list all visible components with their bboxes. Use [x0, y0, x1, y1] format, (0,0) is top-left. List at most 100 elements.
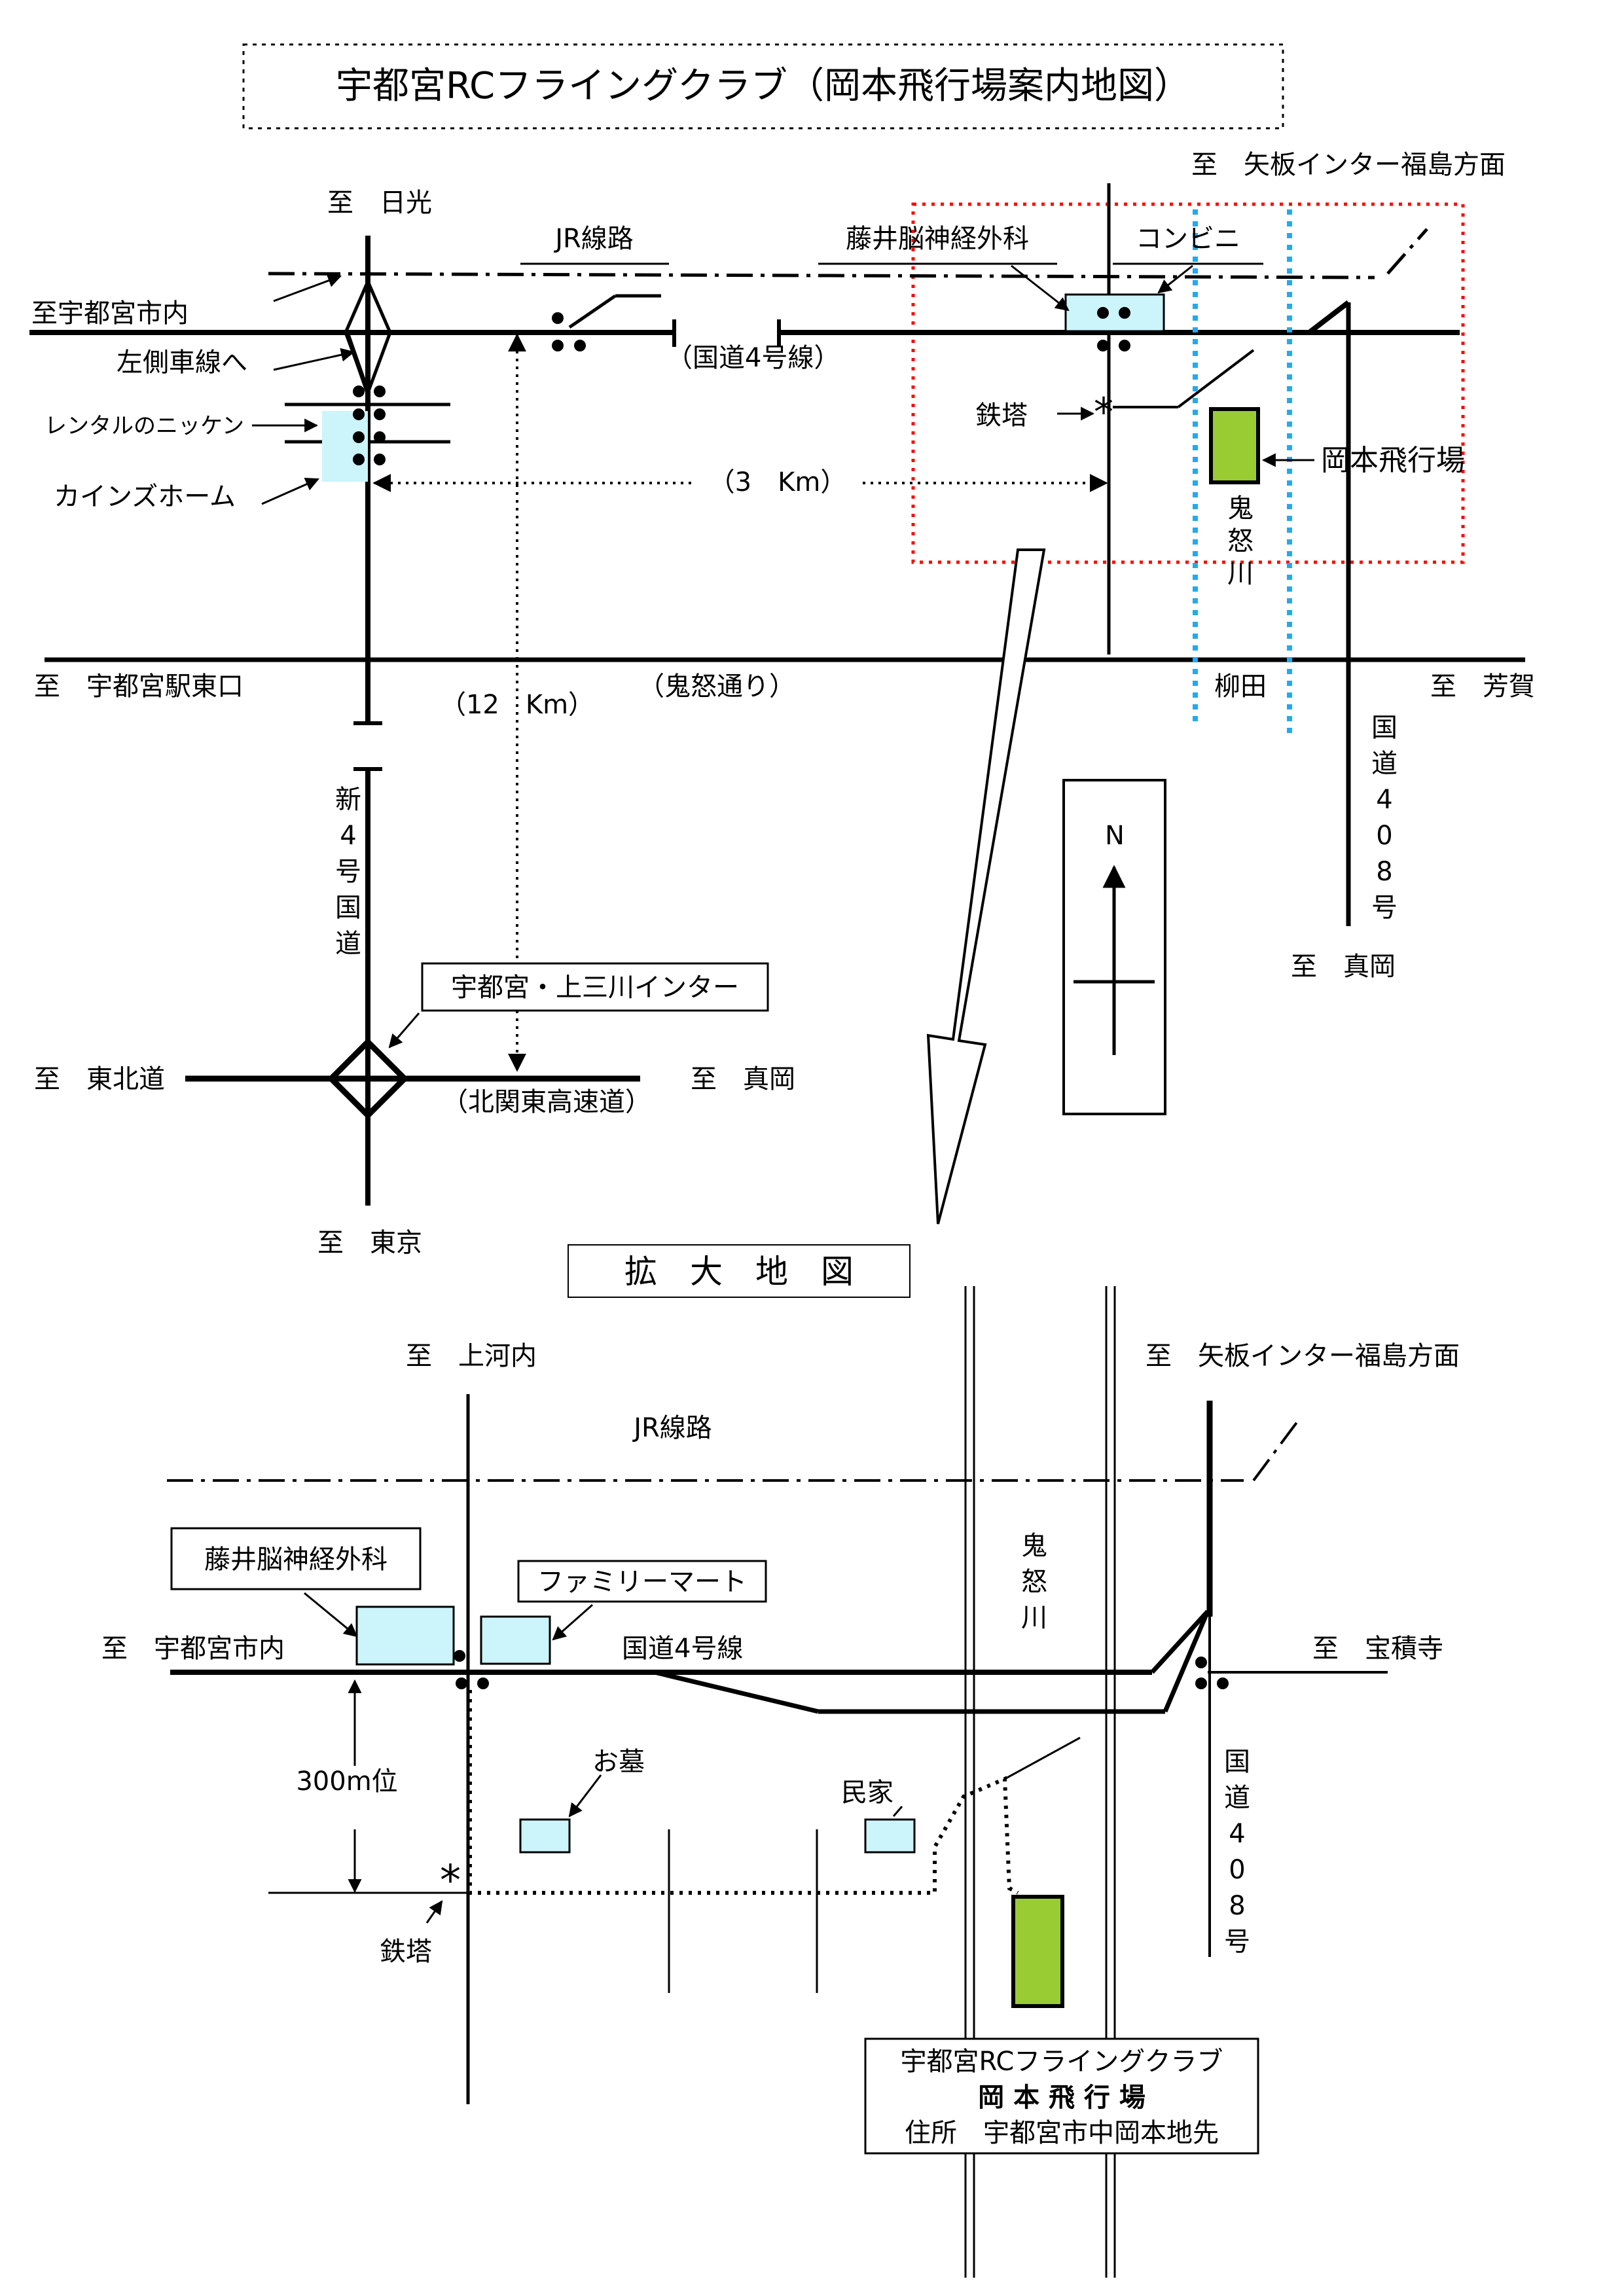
- interchange-diamond: [327, 1037, 409, 1120]
- jr-line-end: [1386, 228, 1428, 275]
- label-12km: （12 Km）: [440, 690, 594, 720]
- family-mart-label-box: [517, 1560, 767, 1603]
- label-route408-char: 道: [1224, 1783, 1250, 1813]
- label-to-yaita-detail: 至 矢板インター福島方面: [1146, 1341, 1460, 1371]
- label-kita-kanto: （北関東高速道）: [442, 1087, 651, 1117]
- label-jr-line: JR線路: [553, 224, 634, 254]
- fujii-clinic-building: [355, 1605, 455, 1666]
- private-house-building: [864, 1818, 916, 1854]
- okamoto-airfield-marker: [1209, 407, 1260, 484]
- label-route408-char: 8: [1376, 857, 1392, 887]
- signal-fujii: [1097, 307, 1130, 351]
- label-left-lane: 左側車線へ: [117, 348, 247, 378]
- signal-rental-2: [353, 431, 386, 443]
- zoom-area-frame: [911, 202, 1465, 564]
- label-to-kamikawachi: 至 上河内: [406, 1341, 537, 1371]
- label-route408-char: 国: [1371, 713, 1398, 743]
- label-route4: （国道4号線）: [666, 343, 840, 373]
- label-rental-nikken: レンタルのニッケン: [45, 413, 244, 439]
- signal-family-mart: [454, 1650, 489, 1689]
- label-grave: お墓: [592, 1747, 645, 1777]
- signal-rental: [353, 408, 386, 420]
- label-steel-tower: 鉄塔: [975, 401, 1028, 431]
- label-family-mart: ファミリーマート: [537, 1567, 747, 1597]
- label-river-char: 川: [1021, 1603, 1047, 1633]
- title-frame: [242, 43, 1284, 130]
- label-to-nikko: 至 日光: [327, 188, 432, 218]
- interchange-label-box: [421, 962, 769, 1012]
- route4-ramp: [1307, 300, 1350, 335]
- label-interchange: 宇都宮・上三川インター: [451, 973, 739, 1003]
- label-route408-char: 0: [1376, 821, 1392, 851]
- detail-heading: 拡 大 地 図: [624, 1253, 854, 1291]
- fujii-clinic-label-box: [170, 1527, 422, 1590]
- label-new-route4-char: 号: [335, 857, 361, 887]
- signal-cainz: [353, 454, 386, 465]
- label-fujii-clinic-detail: 藤井脳神経外科: [204, 1545, 388, 1575]
- label-new-route4-char: 新: [335, 785, 361, 815]
- north-indicator: N: [1105, 821, 1125, 851]
- map-title: 宇都宮RCフライングクラブ（岡本飛行場案内地図）: [336, 65, 1191, 107]
- label-3km: （3 Km）: [709, 467, 847, 497]
- label-route4-detail: 国道4号線: [622, 1634, 743, 1664]
- label-route408-char: 8: [1229, 1891, 1245, 1921]
- label-route408-char: 号: [1371, 893, 1398, 923]
- label-to-tokyo: 至 東京: [317, 1228, 422, 1258]
- label-new-route4-char: 道: [335, 929, 361, 959]
- label-new-route4-char: 国: [335, 893, 361, 923]
- label-to-tohokudo: 至 東北道: [34, 1064, 165, 1094]
- label-river-char: 鬼: [1021, 1531, 1047, 1561]
- north-compass: N: [1062, 779, 1166, 1115]
- label-route408-char: 4: [1376, 785, 1392, 815]
- label-to-moka: 至 真岡: [691, 1064, 795, 1094]
- label-new-route4-char: 4: [340, 821, 356, 851]
- steel-tower-detail-icon: *: [440, 1857, 461, 1905]
- label-route408-char: 号: [1224, 1927, 1250, 1957]
- label-to-utsunomiya-east: 至 宇都宮駅東口: [34, 672, 244, 702]
- okamoto-airfield-detail-marker: [1011, 1895, 1064, 2008]
- label-kinu-dori: （鬼怒通り）: [638, 672, 795, 702]
- label-to-yaita: 至 矢板インター福島方面: [1191, 150, 1506, 180]
- label-river-char: 怒: [1021, 1567, 1047, 1597]
- label-route408-char: 4: [1229, 1819, 1245, 1849]
- label-river-char: 鬼: [1227, 493, 1254, 524]
- label-route408-char: 国: [1224, 1747, 1250, 1777]
- label-to-utsunomiya-city: 至宇都宮市内: [31, 298, 189, 329]
- label-steel-tower-detail: 鉄塔: [380, 1937, 432, 1967]
- signal-route408: [1195, 1657, 1229, 1689]
- info-club-name: 宇都宮RCフライングクラブ: [901, 2047, 1223, 2077]
- steel-tower-icon: *: [1094, 389, 1113, 435]
- cainz-rental-building: [322, 411, 368, 482]
- label-okamoto-airfield: 岡本飛行場: [1321, 444, 1465, 477]
- info-address: 住所 宇都宮市中岡本地先: [905, 2118, 1219, 2148]
- label-jr-line-detail: JR線路: [632, 1413, 712, 1443]
- grave-building: [519, 1818, 571, 1854]
- label-to-moka-408: 至 真岡: [1291, 952, 1396, 982]
- label-to-haga: 至 芳賀: [1430, 672, 1535, 702]
- label-route408-char: 0: [1229, 1855, 1245, 1885]
- label-to-utsunomiya-city-detail: 至 宇都宮市内: [101, 1634, 285, 1664]
- signal-route4-newroute4: [353, 386, 386, 397]
- overview-map: * 至 日光 至 矢板インター福島方面 至宇都宮市内 JR線路 藤井脳神経外科 …: [29, 150, 1535, 1258]
- label-300m: 300m位: [296, 1767, 397, 1797]
- fujii-convenience-building: [1064, 293, 1165, 332]
- label-cainz-home: カインズホーム: [54, 482, 236, 512]
- label-private-house: 民家: [841, 1778, 893, 1808]
- label-convenience-store: コンビニ: [1136, 224, 1240, 254]
- label-route408-char: 道: [1371, 749, 1398, 779]
- detail-heading-box: [568, 1244, 911, 1298]
- jr-line: [268, 272, 1375, 279]
- label-river-char: 川: [1227, 559, 1254, 589]
- detail-map: * 至 上河内 至 矢板インター福島方面 JR線路 鬼 怒 川 藤井脳神経外科 …: [101, 1286, 1460, 2278]
- label-river-char: 怒: [1227, 526, 1254, 556]
- info-field-name: 岡 本 飛 行 場: [978, 2083, 1146, 2113]
- zoom-arrow-icon: [926, 548, 1046, 1225]
- airfield-info-box: [864, 2037, 1259, 2155]
- signal-jr-branch: [552, 312, 586, 351]
- route-to-airfield: [468, 1690, 1019, 1895]
- label-yanagita: 柳田: [1214, 672, 1267, 702]
- family-mart-building: [480, 1615, 551, 1665]
- label-to-hoshakuji: 至 宝積寺: [1312, 1634, 1443, 1664]
- label-fujii-clinic: 藤井脳神経外科: [846, 224, 1029, 254]
